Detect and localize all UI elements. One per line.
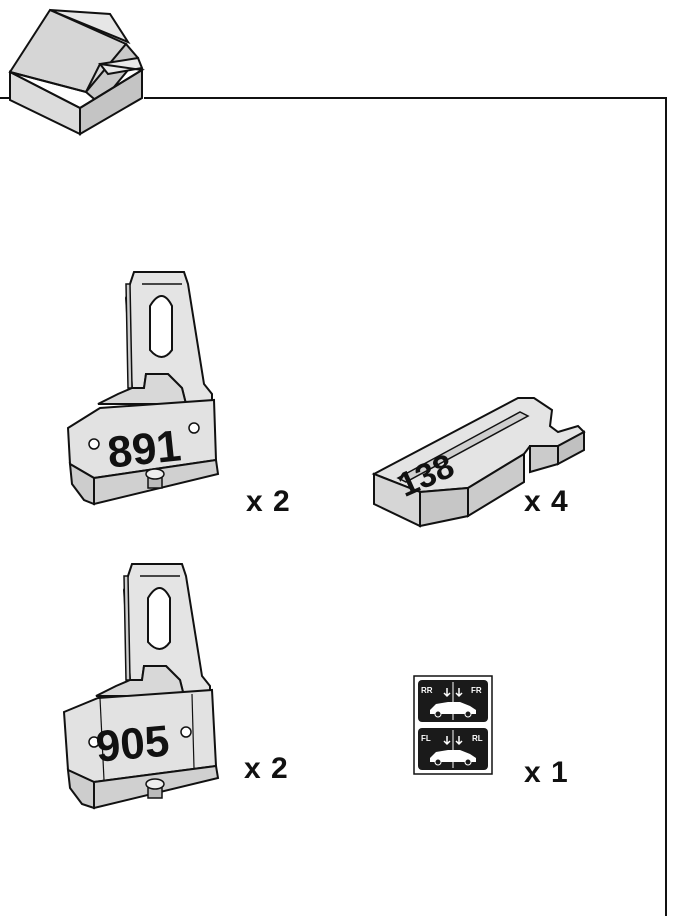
sticker-label-rl: RL <box>472 734 483 743</box>
frame-top-line <box>144 97 667 99</box>
quantity-905: x 2 <box>244 752 289 785</box>
quantity-sticker: x 1 <box>524 756 569 789</box>
package-box-icon <box>4 4 146 136</box>
part-label-891: 891 <box>105 421 183 477</box>
frame-top-left-line <box>0 97 10 99</box>
bracket-905-illustration: 905 <box>60 556 226 812</box>
frame-right-line <box>665 97 667 916</box>
sticker-label-fr: FR <box>471 686 482 695</box>
bracket-891-illustration: 891 <box>64 264 226 508</box>
spacer-block-138-illustration: 138 <box>368 392 588 528</box>
quantity-891: x 2 <box>246 485 291 518</box>
sticker-label-fl: FL <box>421 734 431 743</box>
quantity-138: x 4 <box>524 485 569 518</box>
position-sticker-sheet: RR FR FL RL <box>413 675 493 775</box>
part-label-905: 905 <box>94 717 171 772</box>
sticker-label-rr: RR <box>421 686 433 695</box>
